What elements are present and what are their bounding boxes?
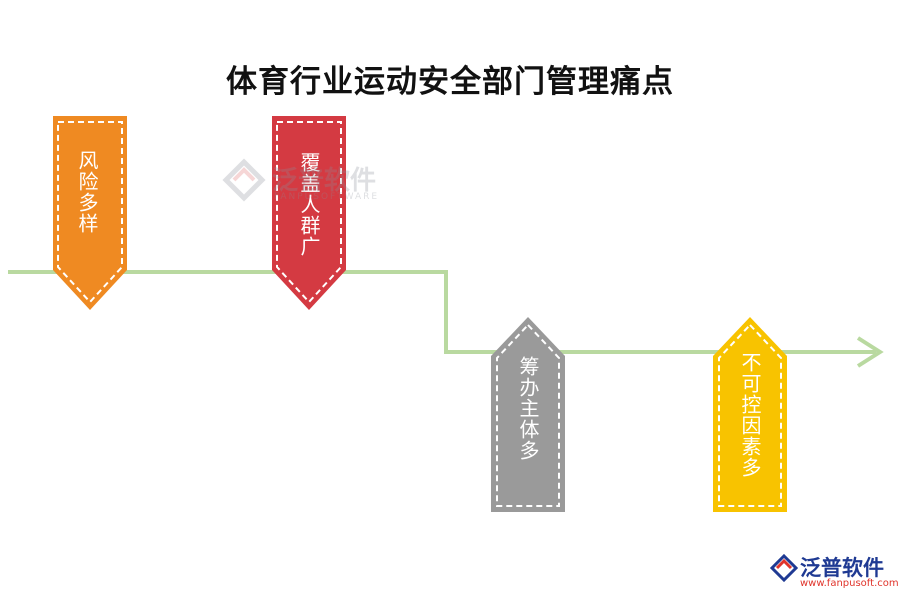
card-label-3: 筹办主体多 [516, 356, 540, 461]
card-label-4: 不可控因素多 [738, 352, 762, 478]
timeline-arrowhead [856, 336, 884, 368]
watermark-logo-icon [222, 158, 266, 202]
timeline-line [8, 270, 876, 354]
card-label-1: 风险多样 [75, 150, 99, 234]
card-wide-coverage [272, 116, 346, 310]
watermark-text: 泛普软件 [272, 166, 377, 196]
page-title: 体育行业运动安全部门管理痛点 [226, 64, 674, 100]
card-risk-diverse [53, 116, 127, 310]
watermark: 泛普软件 FANPUSOFTWARE [222, 158, 377, 206]
watermark-subtext: FANPUSOFTWARE [274, 192, 380, 202]
card-label-2: 覆盖人群广 [297, 152, 321, 257]
brand-name: 泛普软件 [800, 556, 884, 580]
card-uncontrollable-factors [713, 317, 787, 512]
brand-url: www.fanpusoft.com [800, 578, 899, 589]
brand-logo-icon [770, 554, 798, 583]
card-many-organizers [491, 317, 565, 512]
brand-logo: 泛普软件 www.fanpusoft.com [770, 550, 899, 596]
